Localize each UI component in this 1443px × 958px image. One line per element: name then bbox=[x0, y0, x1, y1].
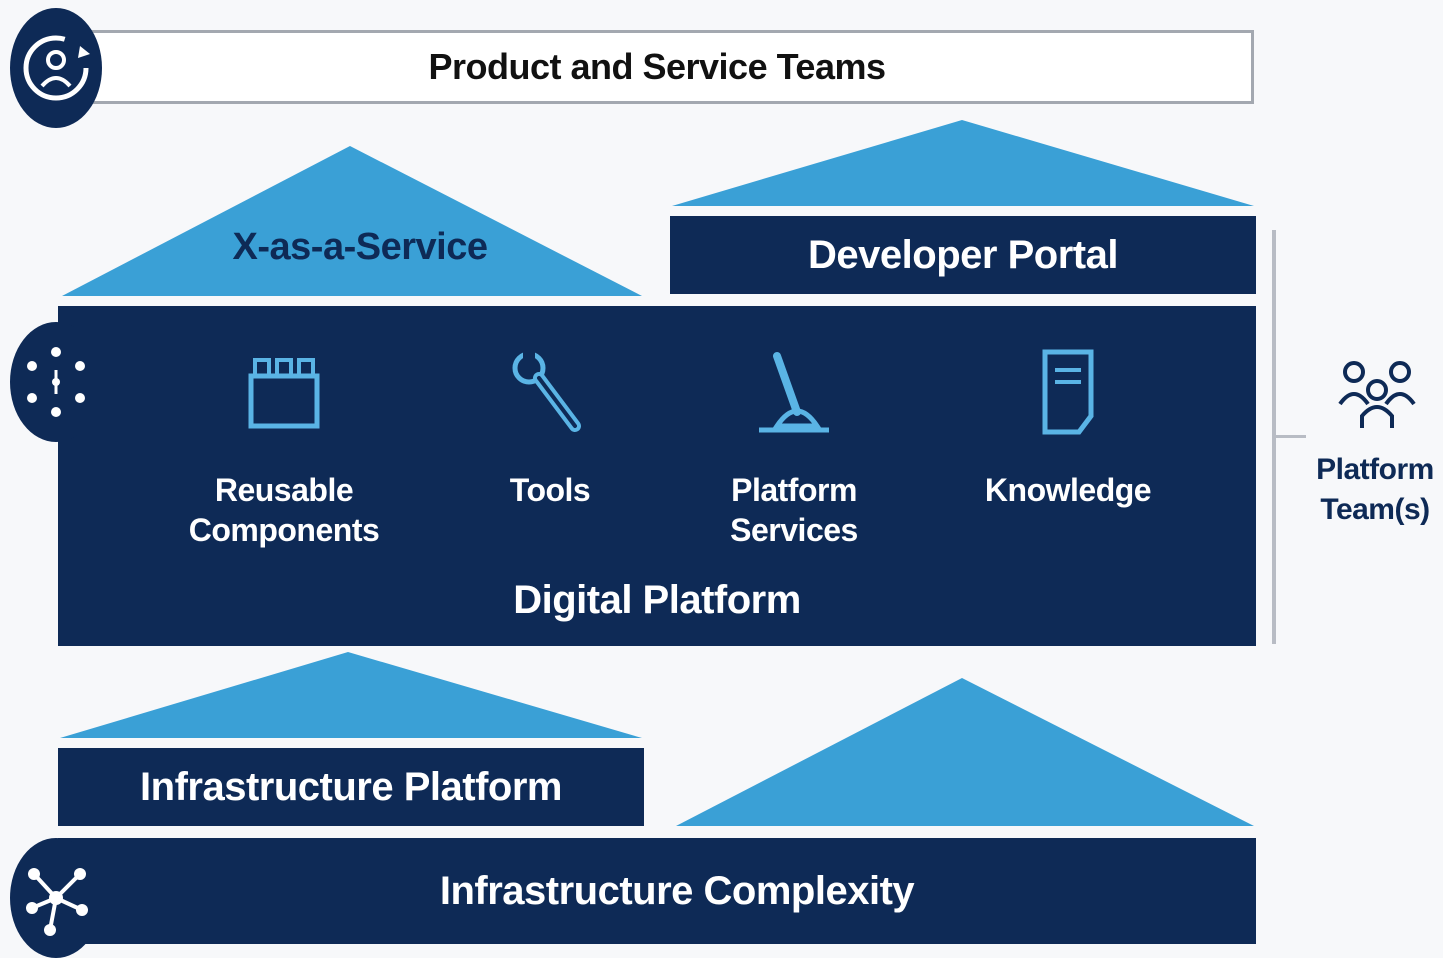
knowledge-item: Knowledge bbox=[948, 346, 1188, 510]
platform-team-bracket-tick bbox=[1272, 435, 1306, 438]
infra-complexity-roof-triangle bbox=[676, 678, 1254, 826]
joystick-icon bbox=[749, 346, 839, 438]
infrastructure-platform-box: Infrastructure Platform bbox=[58, 748, 644, 826]
refresh-user-icon bbox=[10, 8, 102, 128]
knowledge-label-line1: Knowledge bbox=[984, 472, 1152, 508]
platform-services-label-line1: Platform bbox=[731, 472, 857, 508]
building-blocks-icon bbox=[239, 346, 329, 438]
infrastructure-platform-label: Infrastructure Platform bbox=[140, 764, 562, 809]
reusable-components-label-line2: Components bbox=[188, 512, 380, 548]
platform-services-label-line2: Services bbox=[730, 512, 858, 548]
infrastructure-complexity-label: Infrastructure Complexity bbox=[439, 868, 915, 913]
team-icon bbox=[1338, 358, 1416, 432]
product-service-teams-label: Product and Service Teams bbox=[428, 46, 886, 87]
reusable-components-label-line1: Reusable bbox=[214, 472, 354, 508]
xaas-label: X-as-a-Service bbox=[232, 226, 488, 268]
hub-spoke-icon bbox=[10, 838, 102, 958]
product-service-teams-bar: Product and Service Teams bbox=[60, 30, 1254, 104]
platform-services-item: Platform Services bbox=[674, 346, 914, 550]
developer-portal-label: Developer Portal bbox=[808, 232, 1118, 277]
developer-portal-roof-triangle bbox=[672, 120, 1254, 206]
digital-platform-title: Digital Platform bbox=[513, 578, 801, 622]
document-icon bbox=[1023, 346, 1113, 438]
infra-platform-roof-triangle bbox=[60, 652, 642, 738]
tools-label-line1: Tools bbox=[509, 472, 591, 508]
network-hub-icon bbox=[10, 322, 102, 442]
digital-platform-box: Reusable Components Tools Plat bbox=[58, 306, 1256, 646]
tools-item: Tools bbox=[430, 346, 670, 510]
platform-teams-label: Platform Team(s) bbox=[1300, 450, 1443, 530]
platform-teams-label-line1: Platform bbox=[1316, 453, 1434, 486]
infrastructure-complexity-box: Infrastructure Complexity bbox=[58, 838, 1256, 944]
reusable-components-item: Reusable Components bbox=[164, 346, 404, 550]
platform-teams-label-line2: Team(s) bbox=[1320, 493, 1430, 526]
developer-portal-box: Developer Portal bbox=[670, 216, 1256, 294]
xaas-roof-triangle bbox=[62, 146, 642, 296]
wrench-icon bbox=[505, 346, 595, 438]
